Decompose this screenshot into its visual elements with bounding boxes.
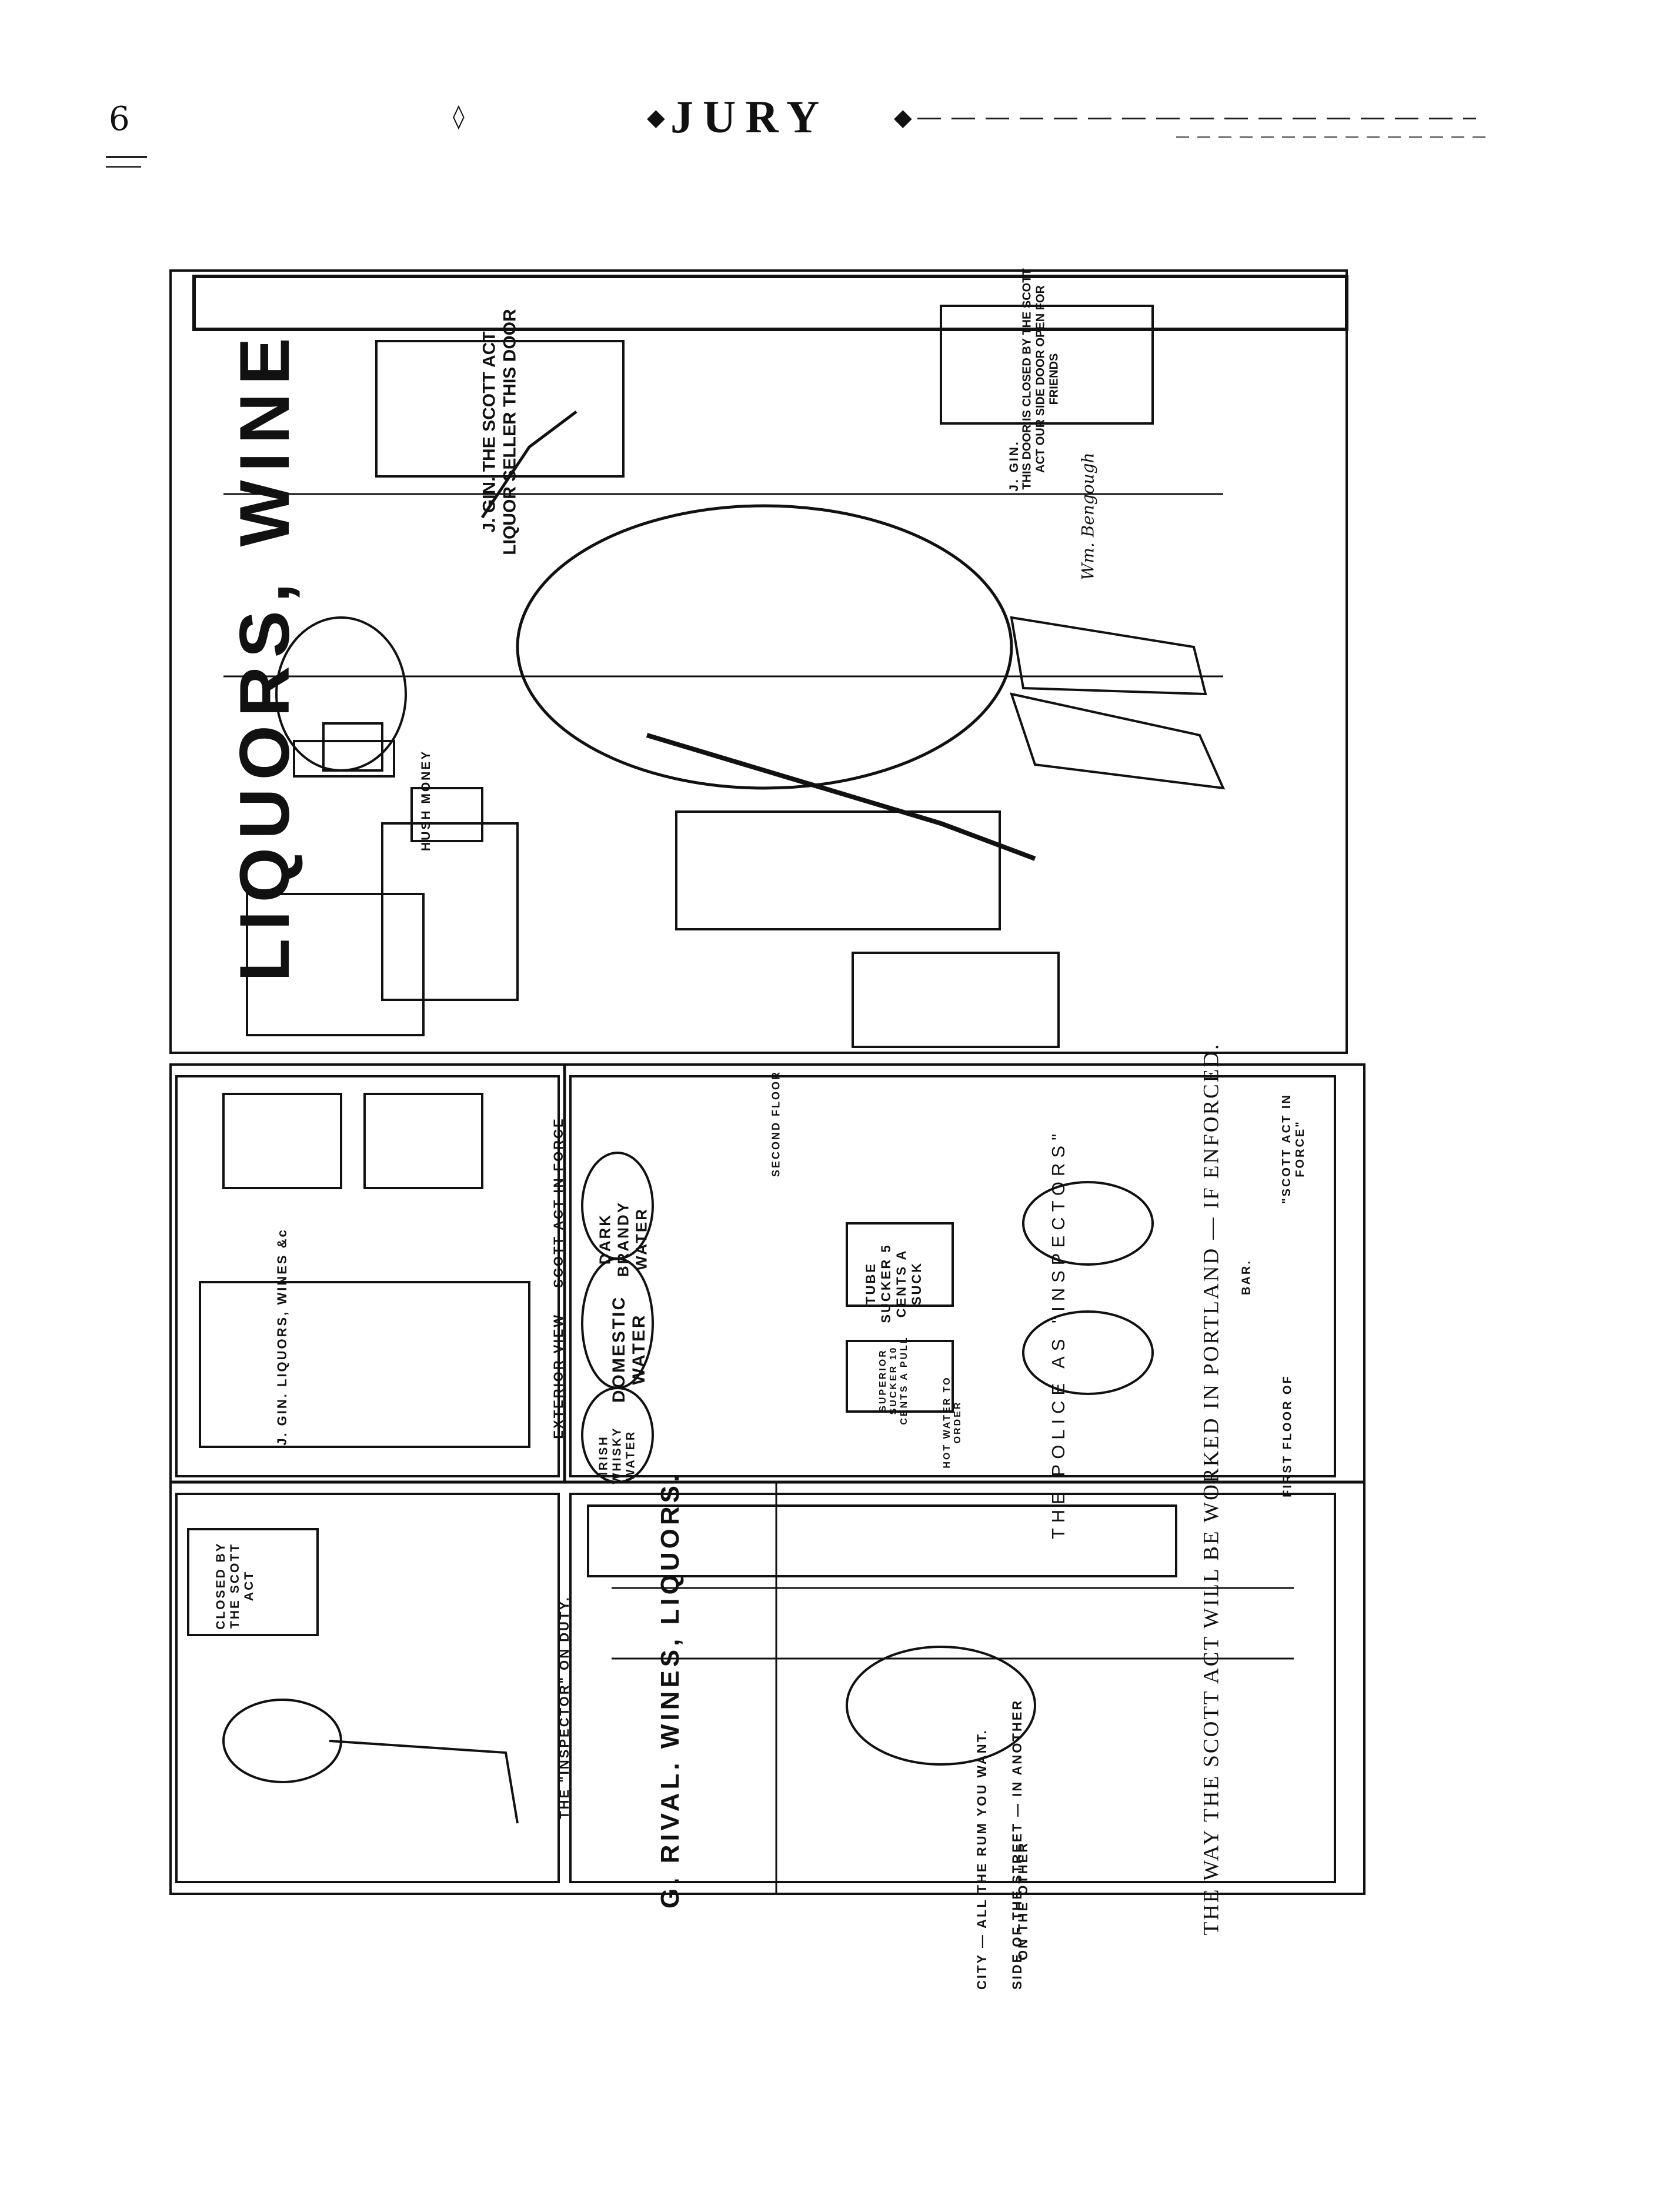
page-number: 6	[109, 100, 130, 138]
barrel	[581, 1387, 654, 1483]
hush-money-label: HUSH MONEY	[419, 749, 433, 851]
page-title: THE WAY THE SCOTT ACT WILL BE WORKED IN …	[1199, 1042, 1224, 1936]
rival-man	[846, 1646, 1036, 1766]
door-frame-top	[192, 275, 1348, 331]
policeman-cap	[293, 740, 395, 778]
ornament-icon: ◆	[894, 104, 912, 131]
door-notice-text: THIS DOOR IS CLOSED BY THE SCOTT ACT OUR…	[1020, 268, 1061, 490]
lower-panels-frame	[169, 1063, 1365, 1895]
door-panel	[852, 952, 1060, 1048]
tube-sucker-sign	[846, 1222, 954, 1307]
artist-signature: Wm. Bengough	[1078, 452, 1098, 580]
barrel-label: IRISH WHISKY WATER	[597, 1426, 637, 1484]
jgin-sign	[375, 340, 625, 478]
header-dashed-rule	[917, 118, 1476, 119]
closed-sign-text: CLOSED BY THE SCOTT ACT	[214, 1542, 256, 1630]
header-dashed-rule	[1176, 136, 1494, 138]
drinker-figure	[1022, 1310, 1154, 1395]
exterior-store-sign: J. GIN. LIQUORS, WINES &c	[275, 1228, 289, 1446]
rival-store-sign: G. RIVAL. WINES, LIQUORS.	[656, 1471, 685, 1909]
superior-sucker-text: SUPERIOR SUCKER 10 CENTS A PULL	[878, 1336, 909, 1425]
door-panel	[246, 893, 425, 1036]
exterior-panel	[175, 1075, 560, 1477]
bar-caption: BAR.	[1240, 1259, 1253, 1295]
policeman-arm	[480, 411, 577, 519]
door-notice	[940, 305, 1154, 425]
hot-water-sign: HOT WATER TO ORDER	[942, 1376, 963, 1469]
jgin-sign-text: J. GIN. THE SCOTT ACT LIQUOR SELLER THIS…	[479, 309, 520, 555]
inspector-figure	[222, 1699, 342, 1783]
second-floor-label: SECOND FLOOR	[770, 1070, 782, 1177]
first-floor-caption: FIRST FLOOR OF	[1281, 1374, 1294, 1497]
exterior-door	[199, 1281, 530, 1448]
main-panel-frame	[169, 269, 1348, 1054]
inspector-legs	[329, 1740, 519, 1824]
exterior-caption: EXTERIOR VIEW — SCOTT ACT IN FORCE	[551, 1117, 566, 1439]
masthead-title: JURY	[670, 91, 829, 142]
closed-by-scott-act-sign	[187, 1528, 319, 1636]
ornament-icon: ◆	[647, 104, 665, 131]
baton	[646, 733, 1036, 861]
hush-money-tag	[410, 787, 483, 842]
inspector-panel	[175, 1493, 560, 1883]
exterior-window	[222, 1093, 342, 1189]
scott-act-caption: "SCOTT ACT IN FORCE"	[1280, 1093, 1307, 1204]
barrel-label: DARK BRANDY WATER	[596, 1200, 650, 1277]
main-panel-caption: THE POLICE AS "INSPECTORS"	[1048, 1128, 1069, 1540]
tube-sucker-text: TUBE SUCKER 5 CENTS A SUCK	[863, 1243, 924, 1323]
policeman-leg	[1009, 692, 1226, 790]
rival-caption-line3: CITY — ALL THE RUM YOU WANT.	[974, 1729, 989, 1990]
barrel-label: DOMESTIC WATER	[609, 1295, 649, 1403]
hand-with-money	[322, 722, 383, 772]
main-store-sign: LIQUORS, WINE	[225, 329, 304, 982]
interior-panel	[569, 1075, 1336, 1477]
drinker-figure	[1022, 1181, 1154, 1266]
door-sign-owner: J. GIN.	[1007, 440, 1021, 492]
door-panel	[675, 810, 1001, 930]
policeman-leg	[1010, 616, 1207, 696]
rival-sign-board	[587, 1504, 1177, 1577]
header-rule	[106, 166, 141, 168]
inspector-caption: THE "INSPECTOR" ON DUTY.	[557, 1596, 572, 1819]
door-panel	[381, 822, 519, 1001]
rival-panel	[569, 1493, 1336, 1883]
superior-sucker-sign	[846, 1340, 954, 1413]
rival-caption-line2: SIDE OF THE STREET — IN ANOTHER	[1010, 1699, 1024, 1990]
ornament-icon: ◊	[453, 103, 465, 130]
exterior-window	[363, 1093, 483, 1189]
policeman-body	[516, 504, 1013, 790]
header-rule	[106, 156, 147, 158]
